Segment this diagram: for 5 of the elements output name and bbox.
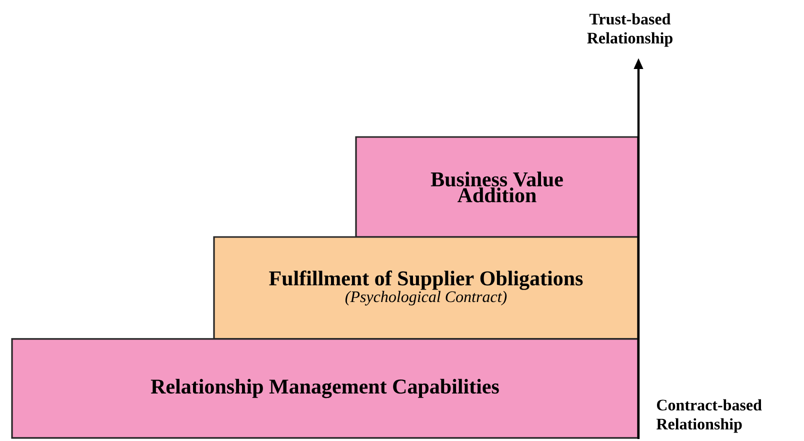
step-box: Relationship Management Capabilities: [11, 338, 639, 439]
step-box: Fulfillment of Supplier Obligations (Psychological Contract): [213, 236, 639, 340]
axis-label: Contract-based Relationship: [656, 399, 762, 433]
axis-label: Trust-based Relationship: [587, 13, 672, 47]
step-box: Business Value Addition: [355, 136, 639, 238]
